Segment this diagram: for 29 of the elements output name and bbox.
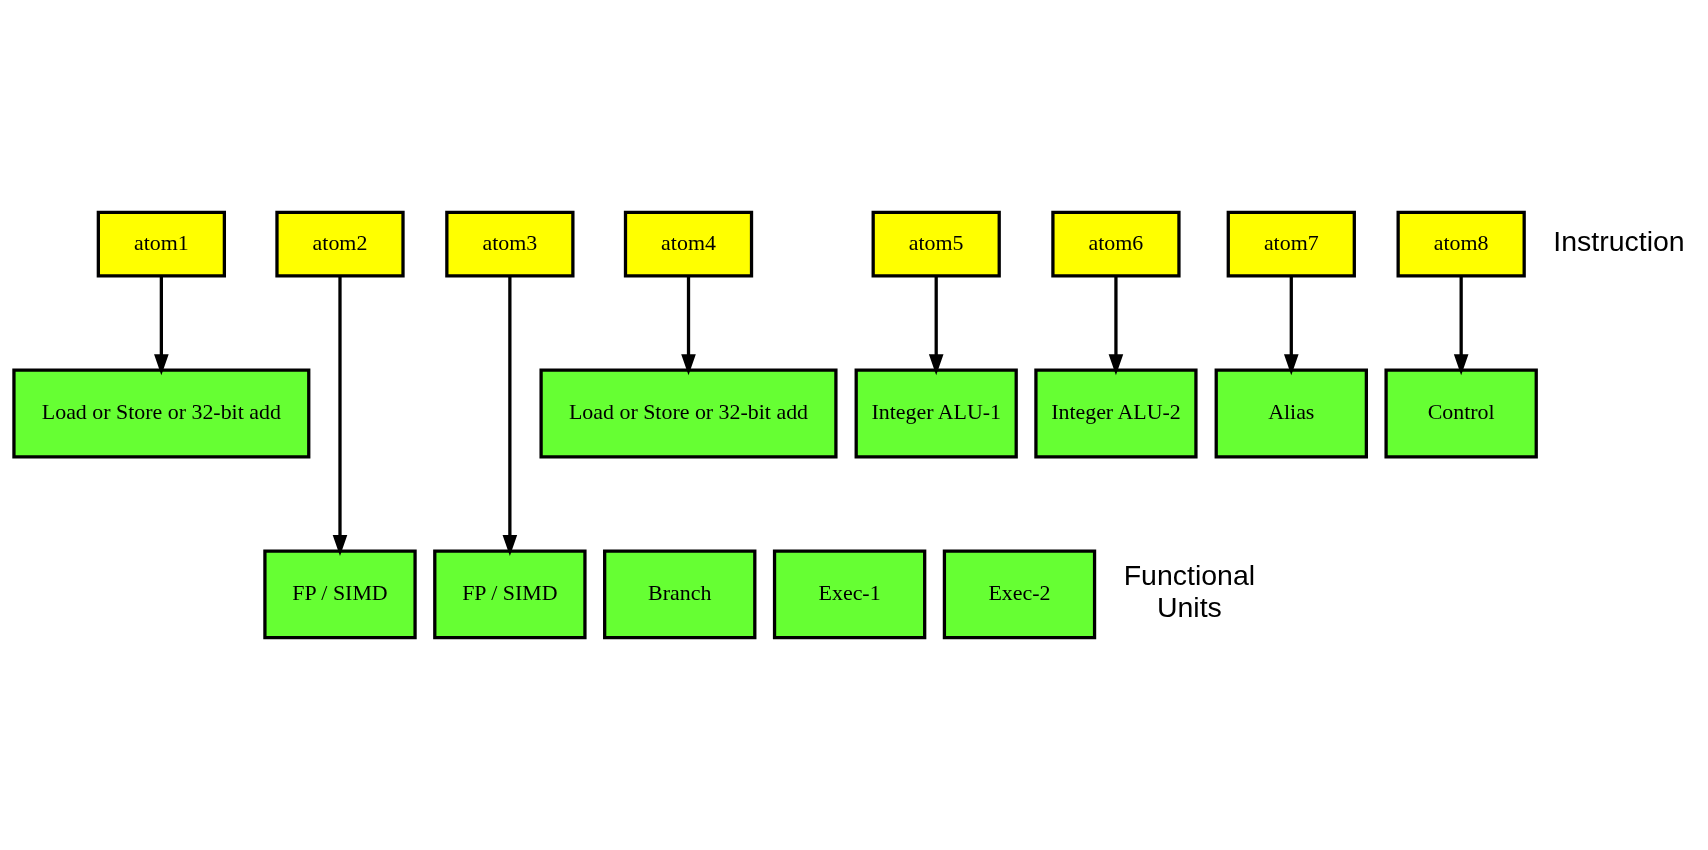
node-box: Load or Store or 32-bit add xyxy=(539,368,838,459)
node-box: atom8 xyxy=(1396,210,1526,278)
arrow xyxy=(332,276,348,556)
node-box: atom5 xyxy=(871,210,1001,278)
node-box: atom6 xyxy=(1051,210,1181,278)
label: Instruction xyxy=(1553,225,1685,258)
node-box: Exec-1 xyxy=(772,549,927,640)
node-box: Exec-2 xyxy=(942,549,1097,640)
arrow xyxy=(1108,276,1124,376)
node-box: atom7 xyxy=(1226,210,1356,278)
arrow xyxy=(154,276,169,376)
node-box: FP / SIMD xyxy=(263,549,417,640)
node-box: atom1 xyxy=(96,210,226,278)
arrow xyxy=(928,276,944,376)
node-box: Alias xyxy=(1214,368,1368,459)
node-box: Integer ALU-2 xyxy=(1034,368,1198,459)
label: Functional Units xyxy=(1123,559,1256,624)
arrow xyxy=(502,276,518,556)
arrow xyxy=(1453,276,1469,376)
node-box: Integer ALU-1 xyxy=(854,368,1018,459)
node-box: Control xyxy=(1384,368,1538,459)
node-box: Branch xyxy=(603,549,757,640)
node-box: atom2 xyxy=(275,210,405,278)
node-box: Load or Store or 32-bit add xyxy=(12,368,311,459)
arrow xyxy=(1284,276,1299,376)
node-box: atom3 xyxy=(445,210,575,278)
node-box: atom4 xyxy=(623,210,754,278)
arrow xyxy=(681,276,696,376)
node-box: FP / SIMD xyxy=(433,549,587,640)
